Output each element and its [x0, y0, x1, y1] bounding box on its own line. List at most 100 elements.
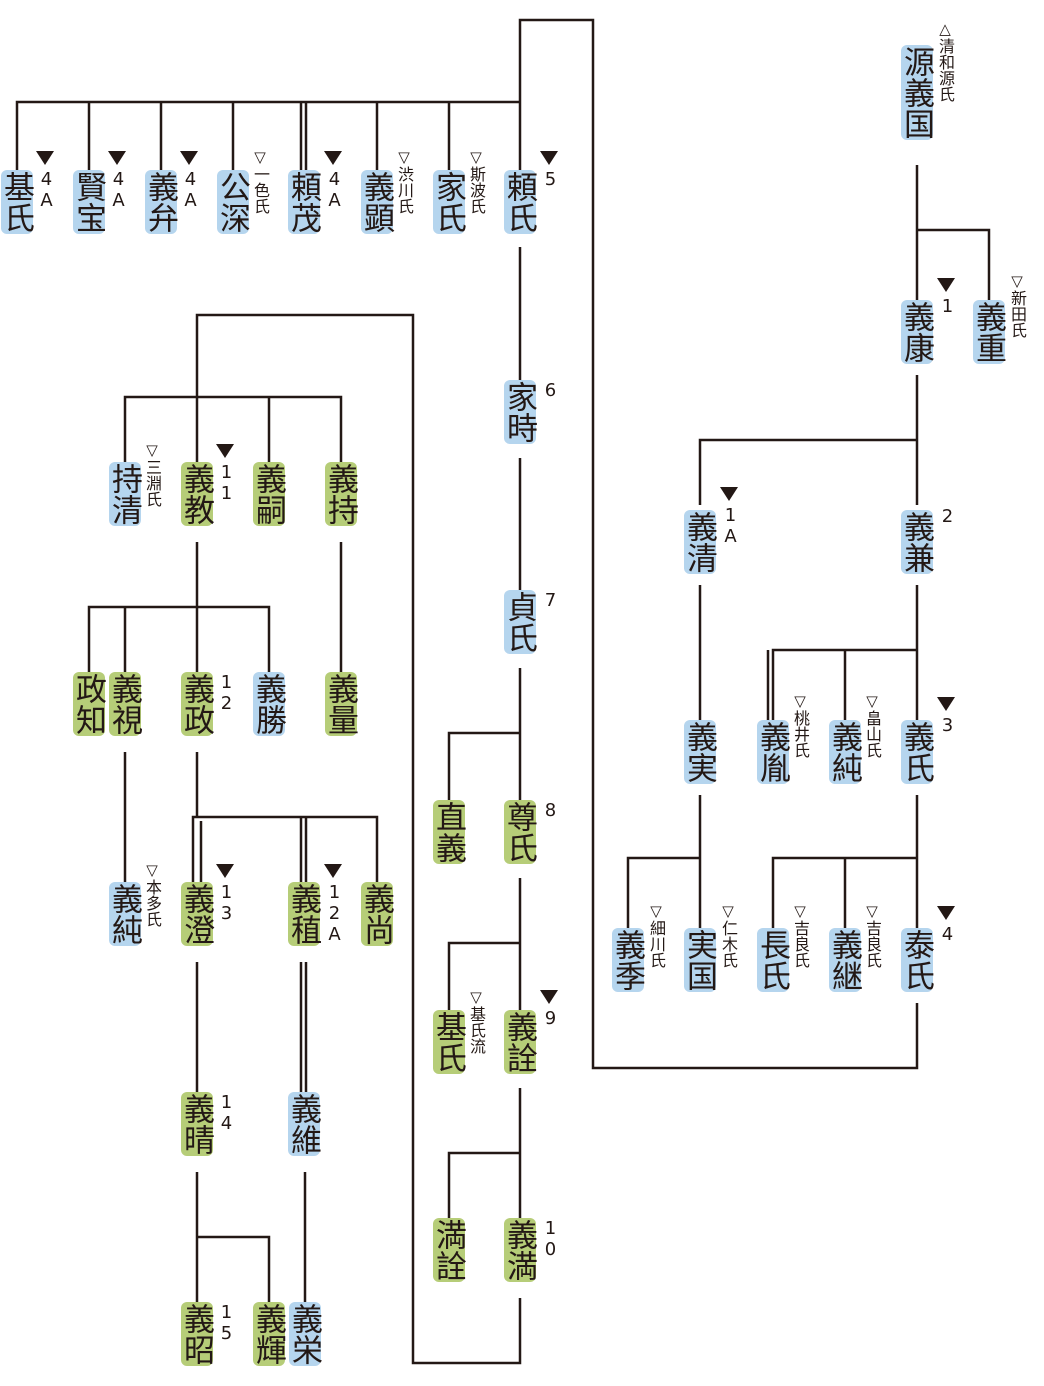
gen-yoshizumi: 13 — [216, 882, 237, 924]
note-kira2: 吉良氏 — [863, 920, 882, 968]
shogun-mark-yoshizumi — [216, 864, 234, 878]
note-hosokawa: 細川氏 — [647, 920, 666, 968]
shogun-mark-yasuuji — [937, 906, 955, 920]
shogun-mark-yoshikiyo — [720, 487, 738, 501]
note-nikki: 仁木氏 — [719, 920, 738, 968]
node-osauji: 長氏 — [754, 928, 790, 992]
node-yoshizumi-honda: 義純 — [106, 882, 142, 946]
node-sanekuni: 実国 — [681, 928, 717, 992]
gen-gishu: 4A — [180, 169, 201, 211]
node-yoshitsuna: 義維 — [285, 1092, 321, 1156]
gen-yoshiharu: 14 — [216, 1092, 237, 1134]
line-yoshimitsu-yoshinori — [195, 313, 522, 1365]
node-takauji: 尊氏 — [501, 800, 537, 864]
shogun-mark-gishu — [180, 151, 198, 165]
line-yoshiyasu-yoshikiyo — [698, 438, 917, 505]
node-gishu: 義弁 — [142, 170, 178, 234]
node-yoshiyasu: 義康 — [898, 300, 934, 364]
note-motouji-line: 基氏流 — [467, 1006, 486, 1054]
gen-yoshiakira: 9 — [540, 1008, 561, 1029]
node-yoshikazu: 義量 — [322, 672, 358, 736]
gen-yoshiaki: 15 — [216, 1302, 237, 1344]
line-yoshinori-siblings — [87, 605, 271, 672]
node-mitsuakira: 満詮 — [430, 1218, 466, 1282]
node-yoshimi: 義視 — [106, 672, 142, 736]
shogun-mark-yoshinori — [216, 444, 234, 458]
gen-yoshitane: 12A — [324, 882, 345, 945]
branch-mark-kira1: ▽ — [791, 902, 809, 920]
line-yoshimitsu-siblings — [123, 395, 343, 462]
gen-yoshinori: 11 — [216, 462, 237, 504]
node-yoshimitsu: 義満 — [501, 1218, 537, 1282]
branch-mark-shiba: ▽ — [467, 148, 485, 166]
node-yoshiaki-shibukawa: 義顕 — [358, 170, 394, 234]
line-sadauji-tadayoshi — [447, 731, 520, 800]
gen-yoshimasa: 12 — [216, 672, 237, 714]
line-yasuuji-siblings — [15, 100, 520, 170]
shogun-mark-yoshiyasu — [937, 278, 955, 292]
shogun-mark-yoshiuji — [937, 697, 955, 711]
note-isshiki: 一色氏 — [251, 166, 270, 214]
note-shiba: 斯波氏 — [467, 166, 486, 214]
node-yoshitsugu: 義継 — [826, 928, 862, 992]
node-yoshiharu: 義晴 — [178, 1092, 214, 1156]
node-yoshizane: 義実 — [681, 720, 717, 784]
node-masatomo: 政知 — [70, 672, 106, 736]
branch-mark-momoi: ▽ — [791, 692, 809, 710]
gen-yoshiuji: 3 — [937, 715, 958, 736]
node-yoshizumi: 義澄 — [178, 882, 214, 946]
node-yoshitane: 義稙 — [285, 882, 321, 946]
node-yoshimasa: 義政 — [178, 672, 214, 736]
gen-yoriuji: 5 — [540, 169, 561, 190]
gen-yoshiyasu: 1 — [937, 296, 958, 317]
node-kenpo: 賢宝 — [70, 170, 106, 234]
node-ieuji: 家氏 — [430, 170, 466, 234]
note-kira1: 吉良氏 — [791, 920, 810, 968]
gen-yoshimitsu: 10 — [540, 1218, 561, 1260]
gen-yoshikane: 2 — [937, 506, 958, 527]
line-yasuuji-yoriuji — [518, 18, 919, 1070]
node-yoshihide: 義栄 — [286, 1302, 322, 1366]
note-momoi: 桃井氏 — [791, 710, 810, 758]
shogun-mark-kenpo — [108, 151, 126, 165]
branch-mark-nikki: ▽ — [719, 902, 737, 920]
gen-kenpo: 4A — [108, 169, 129, 211]
gen-yorishige: 4A — [324, 169, 345, 211]
node-yoshizumi-hatakeyama: 義純 — [826, 720, 862, 784]
line-yoshimasa-children-a — [191, 815, 379, 882]
shogun-mark-yoshiakira — [540, 990, 558, 1004]
node-minamoto-yoshikuni: 源義国 — [898, 45, 934, 140]
gen-ietoki: 6 — [540, 380, 561, 401]
node-yoshisue: 義季 — [609, 928, 645, 992]
node-yoshitsugu2: 義嗣 — [250, 462, 286, 526]
node-yoshiteru: 義輝 — [250, 1302, 286, 1366]
branch-mark-isshiki: ▽ — [251, 148, 269, 166]
node-yoshinori: 義教 — [178, 462, 214, 526]
node-yoshiaki: 義昭 — [178, 1302, 214, 1366]
node-yoshishige: 義重 — [970, 300, 1006, 364]
note-hatakeyama: 畠山氏 — [863, 710, 882, 758]
node-yorishige: 頼茂 — [285, 170, 321, 234]
shogun-mark-yoshitane — [324, 864, 342, 878]
gen-yoshikiyo: 1A — [720, 505, 741, 547]
line-yoshiuji-osauji — [771, 856, 917, 928]
note-nitta: 新田氏 — [1008, 290, 1027, 338]
node-yoshikatsu: 義勝 — [250, 672, 286, 736]
line-yoshikane-yoshisuke — [771, 648, 917, 720]
branch-mark-mibuchi: ▽ — [143, 441, 161, 459]
note-mibuchi: 三淵氏 — [143, 459, 162, 507]
branch-mark-shibukawa: ▽ — [395, 148, 413, 166]
note-honda: 本多氏 — [143, 879, 162, 927]
node-yoriuji: 頼氏 — [501, 170, 537, 234]
node-sadauji: 貞氏 — [501, 590, 537, 654]
gen-sadauji: 7 — [540, 590, 561, 611]
note-yoshikuni-clan: 清和源氏 — [936, 38, 955, 102]
branch-mark-motouji: ▽ — [467, 988, 485, 1006]
node-ietoki: 家時 — [501, 380, 537, 444]
node-yoshiakira: 義詮 — [501, 1010, 537, 1074]
note-shibukawa: 渋川氏 — [395, 166, 414, 214]
node-yoshimochi: 義持 — [322, 462, 358, 526]
node-yoshiuji: 義氏 — [898, 720, 934, 784]
node-yoshisuke-momoi: 義胤 — [754, 720, 790, 784]
